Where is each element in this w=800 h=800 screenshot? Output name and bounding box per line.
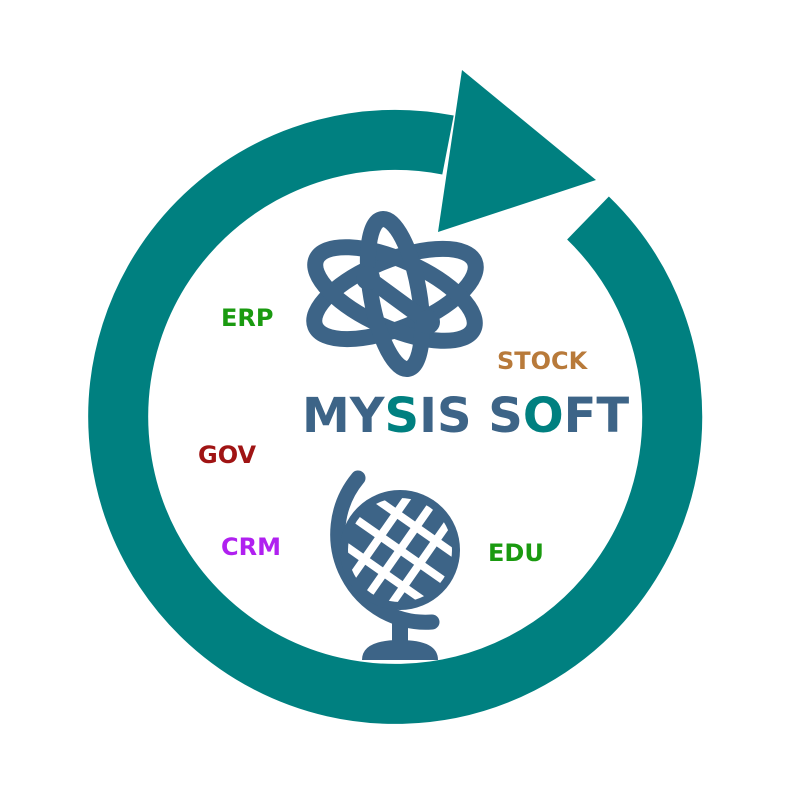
label-gov: GOV bbox=[198, 441, 257, 469]
brand-name-part: FT bbox=[563, 388, 630, 444]
circular-arrow-icon bbox=[88, 70, 703, 724]
globe-icon bbox=[330, 470, 460, 660]
label-crm: CRM bbox=[221, 533, 281, 561]
brand-name: MYSIS SOFT bbox=[302, 392, 629, 440]
label-stock: STOCK bbox=[497, 347, 588, 375]
atom-icon bbox=[306, 211, 484, 377]
brand-name-accent: O bbox=[522, 388, 564, 444]
brand-name-part: MY bbox=[302, 388, 385, 444]
label-edu: EDU bbox=[488, 539, 544, 567]
label-erp: ERP bbox=[221, 304, 274, 332]
brand-name-part: IS S bbox=[419, 388, 523, 444]
brand-name-accent: S bbox=[384, 388, 420, 444]
